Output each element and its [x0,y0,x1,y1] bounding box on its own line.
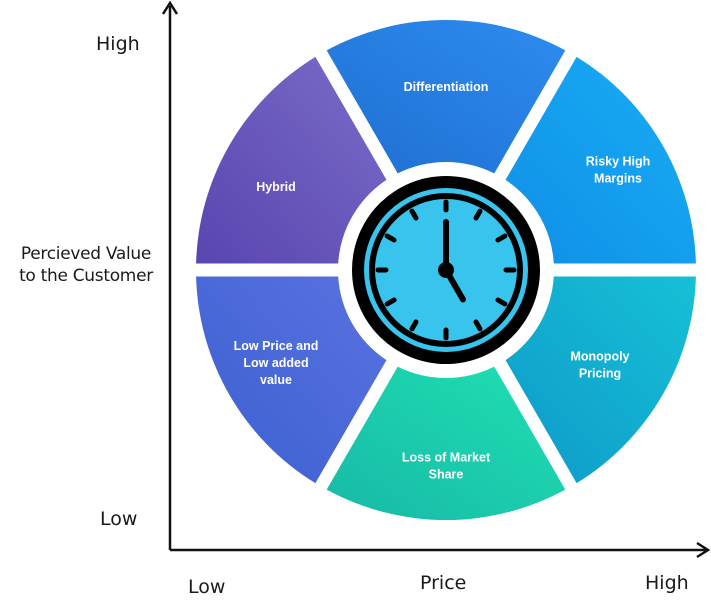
clock-center-pin [438,262,454,278]
segment-label-risky-high-margins: Margins [594,172,642,186]
segment-label-low-price-low-added-value: Low Price and [234,339,319,353]
segment-label-low-price-low-added-value: value [260,373,292,387]
x-axis-title: Price [420,572,467,594]
y-axis-title-line2: to the Customer [19,266,153,286]
y-axis-title: Percieved Value to the Customer [8,243,164,287]
y-axis-high-label: High [96,33,140,55]
clock-tick [495,233,508,243]
y-axis-title-line1: Percieved Value [20,244,152,264]
segment-label-monopoly-pricing: Monopoly [570,350,629,364]
x-axis-low-label: Low [188,576,226,598]
x-axis-high-label: High [645,572,689,594]
segment-loss-of-market-share [326,366,566,520]
segment-hybrid [196,56,387,264]
segment-label-loss-of-market-share: Loss of Market [402,451,491,465]
segment-label-hybrid: Hybrid [256,180,296,194]
clock-icon [344,168,548,372]
clock-tick [409,208,419,221]
segment-label-low-price-low-added-value: Low added [243,356,308,370]
y-axis-arrow [161,0,179,15]
clock-tick [473,208,483,221]
clock-tick [384,233,397,243]
segment-label-monopoly-pricing: Pricing [579,367,621,381]
segment-low-price-low-added-value [196,276,387,484]
axes [161,0,711,559]
clock-inner-ring [369,193,523,347]
clock-tick [409,319,419,332]
segment-label-risky-high-margins: Risky High [586,155,651,169]
segment-monopoly-pricing [505,276,696,484]
clock-tick [473,319,483,332]
segment-label-loss-of-market-share: Share [429,468,464,482]
segment-risky-high-margins [505,56,696,264]
clock-tick [495,297,508,307]
segment-differentiation [326,19,566,174]
y-axis-low-label: Low [100,508,138,530]
clock-tick [384,297,397,307]
x-axis-arrow [696,541,711,559]
segment-label-differentiation: Differentiation [404,80,489,94]
